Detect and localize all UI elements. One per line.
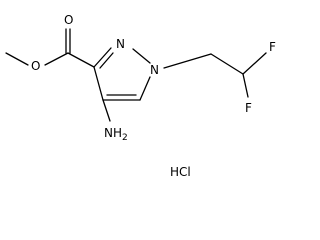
atom-nh2: NH2 — [104, 126, 128, 143]
bond-c4-nh2 — [102, 99, 111, 122]
bond-o-carbonyl — [44, 52, 69, 66]
salt-label: HCl — [170, 165, 191, 179]
bond-n2-n1 — [132, 48, 151, 64]
atom-n1: N — [150, 63, 159, 77]
bond-ch2-chf2 — [210, 53, 244, 75]
bond-n1-c5 — [139, 76, 151, 101]
atom-f-top: F — [269, 40, 276, 54]
bond-methyl-o — [5, 52, 29, 66]
atom-n2: N — [116, 37, 125, 51]
bond-c-f-bottom — [242, 73, 249, 98]
bond-c-f-top — [242, 52, 267, 75]
atom-nh2-main: NH — [104, 126, 122, 140]
molecule-canvas: O O N N NH2 F F HCl — [5, 13, 276, 179]
atom-f-bottom: F — [245, 101, 252, 115]
bond-carbonyl-c3 — [67, 52, 95, 68]
structure-drawing: O O N N NH2 F F HCl — [5, 13, 276, 179]
atom-o-carbonyl: O — [64, 13, 73, 27]
bond-c3-n2-inner — [99, 52, 114, 69]
atom-nh2-sub: 2 — [122, 133, 128, 143]
bond-n1-ch2 — [163, 53, 212, 69]
atom-o-ether: O — [31, 59, 40, 73]
bond-c3-n2 — [93, 47, 112, 68]
bond-c4-c3 — [93, 66, 104, 101]
